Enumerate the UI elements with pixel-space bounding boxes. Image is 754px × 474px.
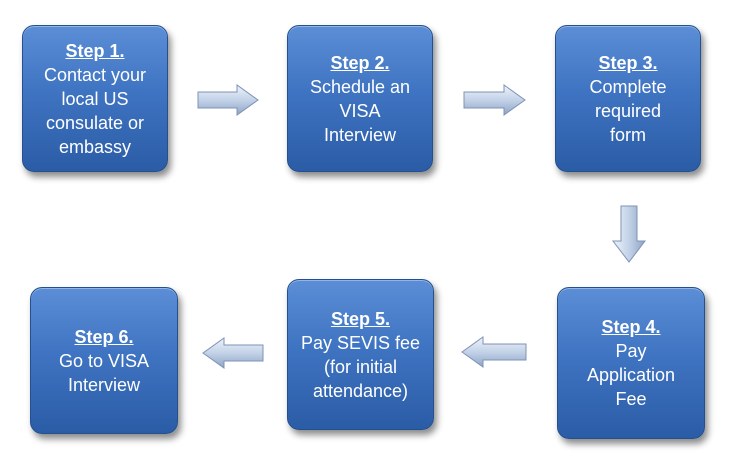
step-4-box: Step 4. Pay Application Fee [557, 287, 705, 439]
step-6-box: Step 6. Go to VISA Interview [30, 287, 178, 434]
step-5-title: Step 5. [330, 308, 391, 329]
step-5-text: Pay SEVIS fee (for initial attendance) [300, 332, 421, 401]
arrow-down-icon [611, 205, 647, 263]
step-2-title: Step 2. [330, 52, 390, 73]
step-6-text: Go to VISA Interview [58, 350, 150, 395]
step-1-box: Step 1. Contact your local US consulate … [22, 25, 168, 172]
step-3-text: Complete required form [589, 76, 667, 145]
step-3-box: Step 3. Complete required form [555, 25, 701, 172]
step-5-box: Step 5. Pay SEVIS fee (for initial atten… [287, 279, 434, 430]
arrow-left-icon [202, 337, 264, 369]
step-1-text: Contact your local US consulate or embas… [43, 64, 147, 157]
step-2-box: Step 2. Schedule an VISA Interview [287, 25, 433, 172]
arrow-left-icon [461, 336, 527, 368]
arrow-right-icon [463, 84, 526, 116]
step-1-title: Step 1. [65, 40, 125, 61]
step-6-title: Step 6. [74, 326, 134, 347]
step-3-title: Step 3. [598, 52, 658, 73]
step-4-text: Pay Application Fee [586, 341, 676, 409]
arrow-right-icon [197, 84, 259, 116]
step-2-text: Schedule an VISA Interview [309, 76, 411, 145]
step-4-title: Step 4. [601, 317, 661, 337]
